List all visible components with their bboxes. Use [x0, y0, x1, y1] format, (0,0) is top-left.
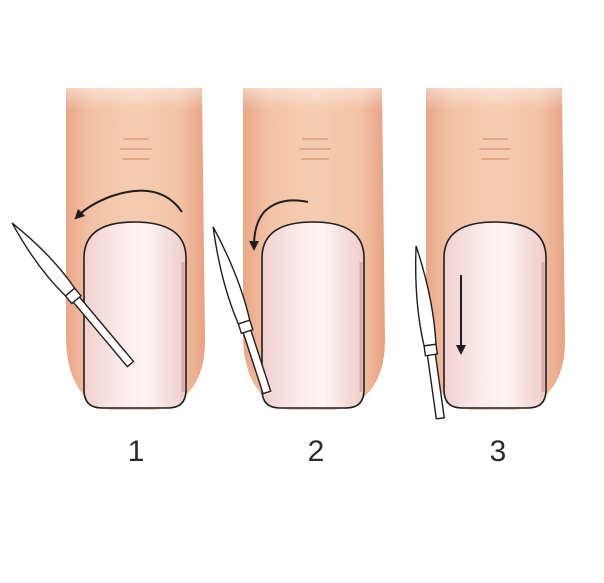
brush-tool	[212, 226, 272, 395]
step-1-label: 1	[127, 435, 145, 468]
nail	[261, 221, 365, 409]
finger-top-fade	[60, 60, 210, 110]
brush-tool	[11, 222, 135, 368]
nail	[443, 221, 547, 409]
knuckle-lines	[299, 138, 331, 160]
finger-2	[212, 60, 388, 410]
knuckle-lines	[479, 138, 511, 160]
nail	[83, 221, 187, 409]
knuckle-lines	[120, 138, 152, 160]
finger-1	[11, 60, 210, 410]
curved-arrow-counterclockwise-icon	[249, 199, 309, 251]
curved-arrow-counterclockwise-icon	[74, 189, 183, 220]
finger-top-fade	[238, 60, 388, 110]
finger-top-fade	[420, 60, 570, 110]
step-2-label: 2	[307, 435, 325, 468]
finger-3	[414, 60, 570, 420]
step-3-label: 3	[489, 435, 507, 468]
brush-tool	[414, 245, 446, 420]
